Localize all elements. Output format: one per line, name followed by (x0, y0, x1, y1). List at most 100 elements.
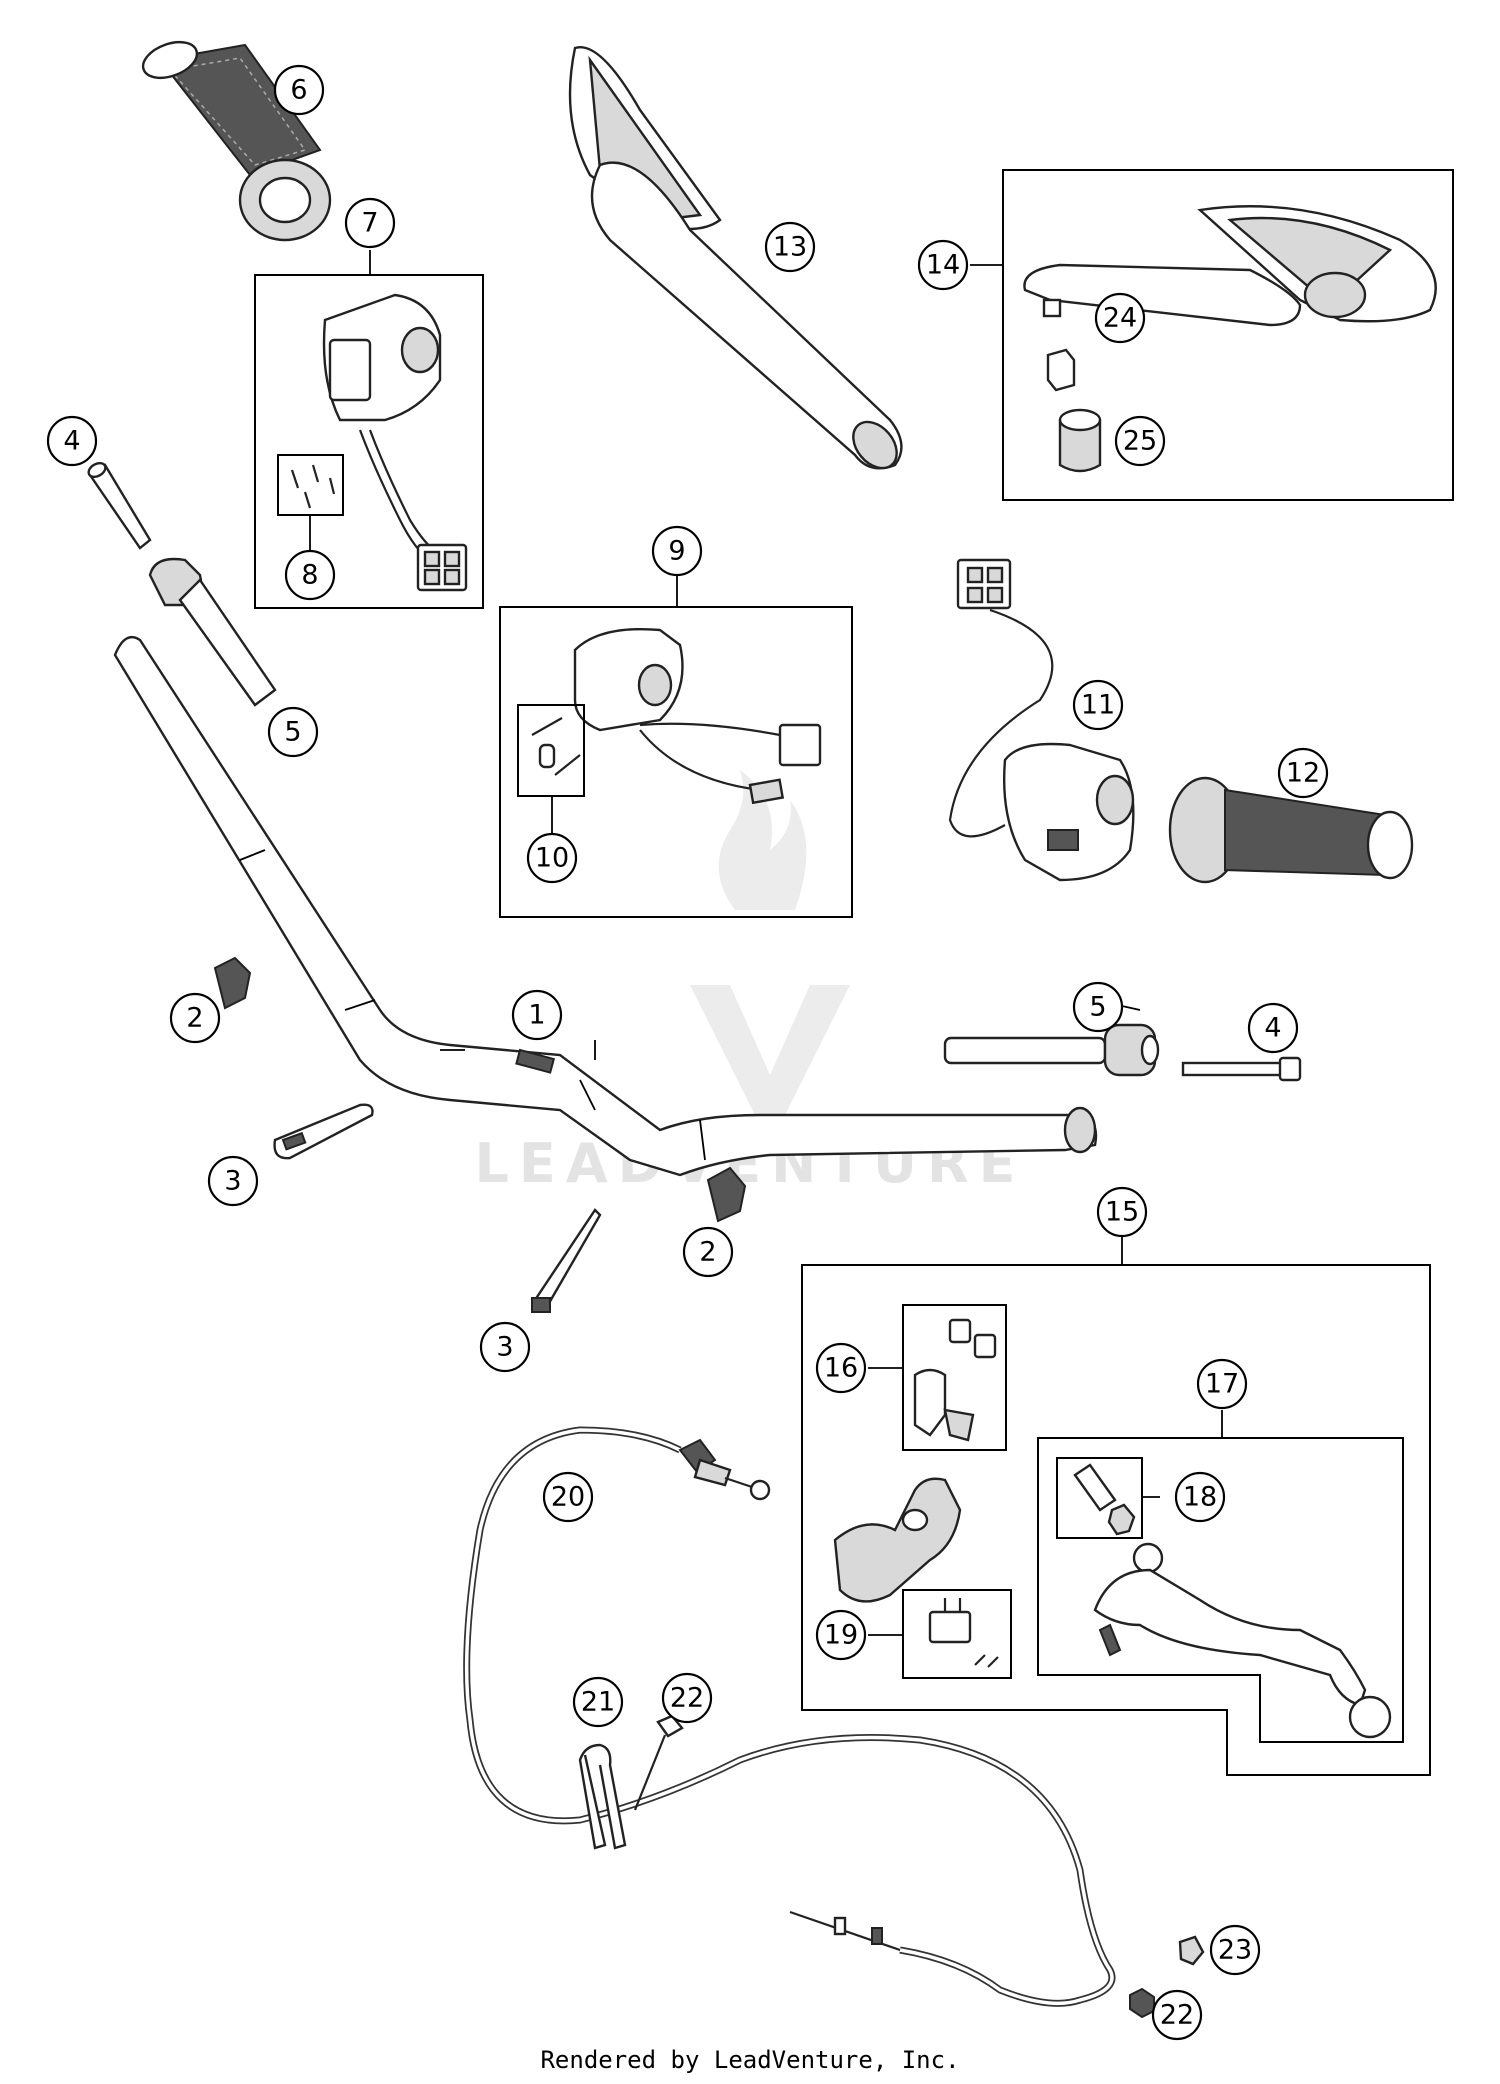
cable-tie-lower (531, 1208, 602, 1313)
callout-circle (1277, 747, 1329, 799)
callout-c7: 7 (344, 197, 396, 249)
callout-number: 3 (224, 1166, 241, 1197)
callout-circle (682, 1226, 734, 1278)
callout-c4a: 4 (46, 415, 98, 467)
callout-c17: 17 (1196, 1358, 1248, 1410)
mirror-right (1023, 205, 1437, 327)
callout-c15: 15 (1096, 1186, 1148, 1238)
callout-number: 4 (63, 426, 80, 457)
callout-circle (661, 1672, 713, 1724)
callout-circle (1072, 679, 1124, 731)
callout-c2b: 2 (682, 1226, 734, 1278)
cable-tie-upper (273, 1103, 374, 1160)
callout-c25: 25 (1114, 415, 1166, 467)
callout-c3a: 3 (207, 1155, 259, 1207)
callout-c2a: 2 (169, 992, 221, 1044)
callout-circle (267, 706, 319, 758)
callout-number: 12 (1286, 758, 1320, 789)
lever-kit-box-17 (1037, 1437, 1404, 1743)
mirror-left (568, 45, 903, 470)
callout-circle (273, 64, 325, 116)
clamp-kit-box-16 (902, 1304, 1007, 1451)
bar-end-weight-right (943, 1023, 1160, 1077)
left-grip (141, 40, 332, 242)
callout-number: 16 (824, 1353, 858, 1384)
callout-number: 15 (1105, 1197, 1139, 1228)
callout-c24: 24 (1094, 292, 1146, 344)
screws-10 (531, 717, 581, 776)
bar-end-weight-left (148, 557, 277, 707)
callout-c19: 19 (815, 1609, 867, 1661)
left-switch (322, 293, 468, 592)
clutch-cable (463, 1426, 1116, 2007)
callout-number: 3 (496, 1332, 513, 1363)
callout-number: 9 (668, 536, 685, 567)
callout-number: 4 (1264, 1013, 1281, 1044)
callout-circle (1174, 1471, 1226, 1523)
callout-c22b: 22 (1151, 1989, 1203, 2041)
bolt-22-upper (633, 1714, 684, 1811)
screw-kit-box-10 (517, 704, 585, 797)
callout-circle (815, 1609, 867, 1661)
callout-number: 8 (301, 560, 318, 591)
callout-number: 2 (186, 1003, 203, 1034)
screws-8 (290, 464, 336, 509)
callout-number: 1 (528, 1000, 545, 1031)
callout-circle (542, 1471, 594, 1523)
callout-c3b: 3 (479, 1321, 531, 1373)
left-control (573, 628, 822, 805)
callout-number: 17 (1205, 1369, 1239, 1400)
callout-circle (815, 1342, 867, 1394)
callout-circle (1196, 1358, 1248, 1410)
callout-circle (284, 549, 336, 601)
cable-clamp-lower (706, 1166, 747, 1223)
callout-c4b: 4 (1247, 1002, 1299, 1054)
callout-circle (917, 239, 969, 291)
left-switch-kit-box (254, 274, 484, 609)
callout-c21: 21 (572, 1676, 624, 1728)
screw-18 (1073, 1463, 1136, 1536)
bar-end-bolt-right (1181, 1056, 1302, 1082)
right-mirror-kit-box (1002, 169, 1454, 501)
master-cylinder (833, 1477, 962, 1603)
callout-circle (46, 415, 98, 467)
callout-c11: 11 (1072, 679, 1124, 731)
callout-circle (1094, 292, 1146, 344)
callout-number: 19 (824, 1620, 858, 1651)
switch-19 (928, 1598, 999, 1668)
callout-number: 2 (699, 1237, 716, 1268)
right-grip (1168, 776, 1414, 884)
callout-c22a: 22 (661, 1672, 713, 1724)
bolt-22-lower (1129, 1987, 1155, 2019)
screw-kit-box-18 (1056, 1457, 1143, 1539)
callout-number: 22 (670, 1683, 704, 1714)
adapter-25 (1058, 408, 1102, 473)
callout-number: 7 (361, 208, 378, 239)
callout-number: 14 (926, 250, 960, 281)
cable-clamp-upper (213, 956, 252, 1010)
callout-circle (526, 832, 578, 884)
callout-number: 21 (581, 1687, 615, 1718)
callout-c10: 10 (526, 832, 578, 884)
switch-kit-box-19 (902, 1589, 1012, 1679)
callout-c9: 9 (651, 525, 703, 577)
callout-c16: 16 (815, 1342, 867, 1394)
callout-c20: 20 (542, 1471, 594, 1523)
callout-number: 11 (1081, 690, 1115, 721)
callout-c6: 6 (273, 64, 325, 116)
callout-circle (1151, 1989, 1203, 2041)
bar-end-bolt-left (87, 461, 152, 550)
callout-c23: 23 (1209, 1924, 1261, 1976)
clutch-kit-box (801, 1264, 1431, 1776)
adapter-24 (1046, 348, 1076, 392)
callout-c5a: 5 (267, 706, 319, 758)
callout-number: 5 (1089, 992, 1106, 1023)
callout-circle (1096, 1186, 1148, 1238)
callout-circle (479, 1321, 531, 1373)
callout-number: 18 (1183, 1482, 1217, 1513)
callout-number: 23 (1218, 1935, 1252, 1966)
footer-text: Rendered by LeadVenture, Inc. (540, 2046, 959, 2074)
callout-number: 6 (290, 75, 307, 106)
callout-circle (572, 1676, 624, 1728)
